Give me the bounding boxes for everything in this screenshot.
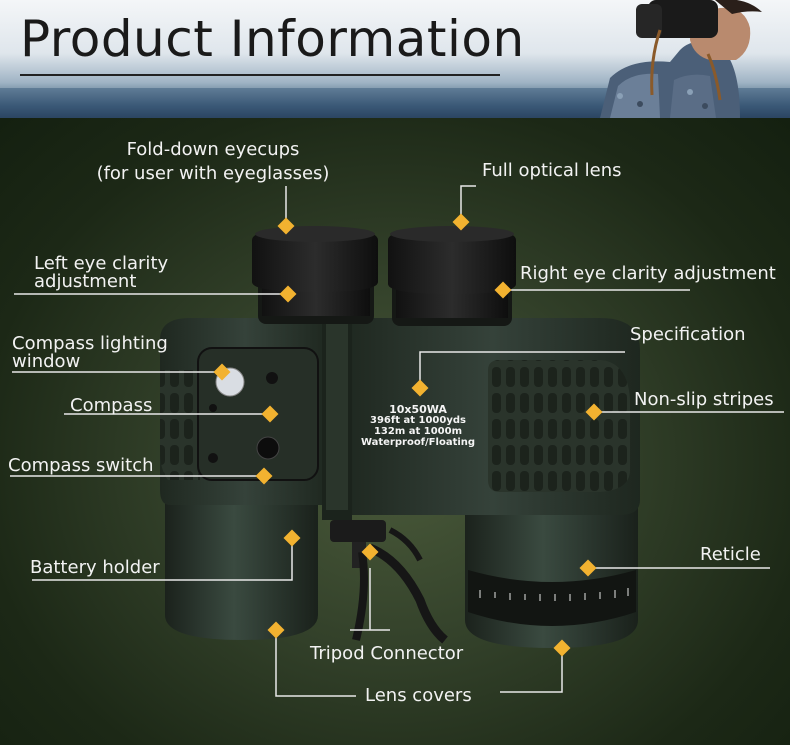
label-non-slip-stripes: Non-slip stripes bbox=[634, 389, 774, 410]
soldier-with-binoculars-image bbox=[600, 0, 762, 118]
label-left-eye-clarity-line1: Left eye clarity bbox=[34, 253, 169, 274]
label-compass: Compass bbox=[70, 395, 153, 416]
label-lens-covers: Lens covers bbox=[365, 685, 472, 706]
label-compass-lighting-line2: window bbox=[12, 351, 81, 372]
label-reticle: Reticle bbox=[700, 544, 761, 565]
left-eyepiece bbox=[252, 226, 378, 324]
title-underline bbox=[20, 74, 500, 76]
left-barrel bbox=[165, 482, 319, 640]
callout-lines bbox=[10, 185, 784, 697]
label-left-eye-clarity: Left eye clarity adjustment bbox=[34, 255, 168, 291]
right-barrel bbox=[465, 500, 638, 648]
page-title: Product Information bbox=[20, 10, 525, 68]
label-right-eye-clarity: Right eye clarity adjustment bbox=[520, 263, 776, 284]
tripod-connector bbox=[330, 520, 386, 568]
spec-line-3: 132m at 1000m bbox=[373, 426, 463, 437]
right-eyepiece bbox=[388, 226, 516, 326]
label-compass-switch: Compass switch bbox=[8, 455, 154, 476]
label-specification: Specification bbox=[630, 324, 746, 345]
spec-line-2: 396ft at 1000yds bbox=[370, 415, 466, 426]
label-compass-lighting-line1: Compass lighting bbox=[12, 333, 168, 354]
header-banner: Product Information bbox=[0, 0, 790, 118]
label-full-optical-lens: Full optical lens bbox=[482, 160, 622, 181]
label-left-eye-clarity-line2: adjustment bbox=[34, 271, 137, 292]
label-battery-holder: Battery holder bbox=[30, 557, 160, 578]
spec-line-4: Waterproof/Floating bbox=[360, 437, 476, 448]
specification-print: 10x50WA 396ft at 1000yds 132m at 1000m W… bbox=[358, 404, 478, 448]
label-tripod-connector: Tripod Connector bbox=[310, 643, 464, 664]
label-fold-down-eyecups-line1: Fold-down eyecups bbox=[126, 139, 300, 160]
label-fold-down-eyecups-line2: (for user with eyeglasses) bbox=[96, 163, 330, 184]
label-compass-lighting-window: Compass lighting window bbox=[12, 335, 168, 371]
label-fold-down-eyecups: Fold-down eyecups (for user with eyeglas… bbox=[88, 141, 338, 183]
callout-markers bbox=[213, 213, 603, 657]
spec-line-1: 10x50WA bbox=[389, 403, 447, 416]
